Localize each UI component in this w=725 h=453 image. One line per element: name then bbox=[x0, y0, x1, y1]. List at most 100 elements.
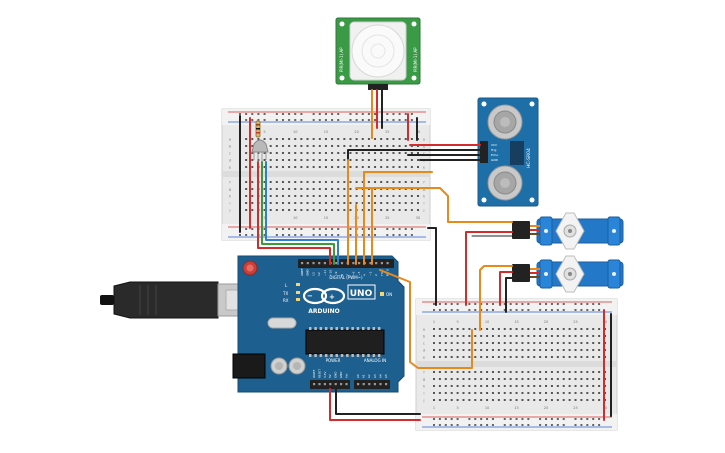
tx-led-label: TX bbox=[282, 291, 288, 296]
breadboard-top-col-label-top: 20 bbox=[354, 130, 358, 134]
breadboard-top-row-label: b bbox=[229, 145, 232, 149]
arduino-logo-text: ARDUINO bbox=[308, 308, 339, 315]
wire-servo2-signal bbox=[479, 265, 513, 331]
breadboard-top-power-rail-upper bbox=[222, 109, 430, 125]
rx-led-label: RX bbox=[283, 298, 289, 303]
wire-led-blue bbox=[265, 161, 339, 265]
breadboard-top-col-label-bottom: 25 bbox=[385, 216, 389, 220]
ultrasonic-model: HC-SR04 bbox=[526, 148, 532, 168]
wire-us-trig bbox=[347, 149, 481, 161]
breadboard-bottom-col-label-top: 15 bbox=[514, 320, 518, 324]
power-pin-label: 3.3V bbox=[323, 372, 327, 378]
breadboard-top-row-label: c bbox=[229, 152, 231, 156]
wire-servo1-vcc bbox=[465, 231, 513, 306]
digital-pin-label: ~11 bbox=[323, 270, 327, 276]
digital-pin-label: ~6 bbox=[351, 271, 355, 276]
breadboard-bottom-power-rail-upper bbox=[416, 299, 617, 315]
breadboard-bottom-row-label: h bbox=[423, 385, 425, 389]
breadboard-top-row-label: b bbox=[423, 145, 426, 149]
analog-header bbox=[354, 380, 390, 389]
ultrasonic-pin-gnd: GND bbox=[491, 158, 499, 162]
pir-dome bbox=[351, 24, 405, 78]
ultrasonic-header bbox=[480, 141, 488, 163]
breadboard-bottom-col-label-bottom: 10 bbox=[485, 406, 489, 410]
breadboard-bottom-row-label: f bbox=[423, 371, 425, 375]
breadboard-bottom-col-label-top: 10 bbox=[485, 320, 489, 324]
analog-pin-label: A5 bbox=[384, 374, 388, 378]
ultrasonic-pin-vcc: VCC bbox=[491, 143, 497, 147]
breadboard-top-row-label: h bbox=[423, 195, 425, 199]
breadboard-top-col-label-bottom: 5 bbox=[263, 216, 265, 220]
breadboard-top-row-label: d bbox=[229, 159, 231, 163]
breadboard-bottom-col-label-bottom: 5 bbox=[456, 406, 458, 410]
ultrasonic-pin-echo: Echo bbox=[491, 153, 498, 157]
breadboard-top-power-rail-lower bbox=[222, 224, 430, 240]
wire-led-red bbox=[257, 161, 331, 265]
digital-pin-label: ~3 bbox=[368, 271, 372, 276]
breadboard-top-col-label-top: 15 bbox=[324, 130, 328, 134]
breadboard-bottom-col-label-bottom: 1 bbox=[433, 406, 435, 410]
ultrasonic-pin-trig: Trig bbox=[490, 148, 496, 152]
digital-pin-label: 4 bbox=[363, 274, 367, 276]
breadboard-bottom-col-label-top: 5 bbox=[456, 320, 458, 324]
digital-header bbox=[298, 259, 394, 268]
breadboard-bottom-col-label-top: 25 bbox=[573, 320, 577, 324]
breadboard-top-row-label: j bbox=[423, 209, 425, 213]
wire-arduino-gnd bbox=[335, 388, 421, 415]
analog-pin-label: A3 bbox=[373, 374, 377, 378]
breadboard-bottom-col-label-top: 1 bbox=[433, 320, 435, 324]
breadboard-top-row-label: h bbox=[229, 195, 231, 199]
servo-2-connector bbox=[512, 264, 530, 282]
power-pin-label: GND bbox=[334, 372, 338, 378]
digital-pin-label: 7 bbox=[346, 274, 350, 276]
pir-header bbox=[368, 84, 388, 90]
analog-pin-label: A4 bbox=[378, 374, 382, 378]
breadboard-bottom-power-rail-lower bbox=[416, 414, 617, 430]
ultrasonic-sensor: HC-SR04 VCC Trig Echo GND bbox=[477, 97, 539, 207]
breadboard-top-row-label: e bbox=[229, 166, 231, 170]
wire-servo2-vcc bbox=[499, 271, 513, 306]
dc-power-jack bbox=[232, 353, 266, 379]
breadboard-top-row-label: a bbox=[229, 138, 231, 142]
wire-servo2-gnd bbox=[505, 277, 513, 313]
breadboard-bottom-center-channel bbox=[416, 361, 617, 367]
breadboard-bottom-row-label: b bbox=[423, 335, 426, 339]
breadboard-bottom-row-label: i bbox=[424, 392, 425, 396]
breadboard-top-row-label: i bbox=[230, 202, 231, 206]
on-led-label: ON bbox=[386, 292, 392, 297]
pir-label-left: PIR(MI-1) AP bbox=[339, 47, 344, 72]
breadboard-top-row-label: c bbox=[423, 152, 425, 156]
crystal-oscillator bbox=[267, 317, 297, 329]
breadboard-top-row-label: f bbox=[423, 181, 425, 185]
arduino-model: UNO bbox=[350, 289, 373, 299]
pir-label-right: PIR(MI-1) AP bbox=[413, 47, 418, 72]
atmega-chip bbox=[305, 329, 385, 355]
breadboard-top-row-label: f bbox=[229, 181, 231, 185]
wire-bb-gnd-link bbox=[427, 227, 437, 306]
digital-pin-label: 13 bbox=[311, 272, 315, 276]
breadboard-bottom-col-label-bottom: 20 bbox=[544, 406, 548, 410]
svg-text:+: + bbox=[329, 293, 335, 301]
uno-badge bbox=[347, 284, 376, 300]
power-pin-label: RESET bbox=[317, 369, 321, 378]
digital-label: DIGITAL (PWM~) bbox=[329, 275, 363, 280]
breadboard-top-col-label-bottom: 15 bbox=[324, 216, 328, 220]
analog-pin-label: A0 bbox=[356, 374, 360, 378]
analog-pin-label: A2 bbox=[367, 374, 371, 378]
ultrasonic-chip bbox=[510, 141, 524, 165]
breadboard-top-row-label: g bbox=[423, 188, 425, 192]
breadboard-bottom-col-label-bottom: 15 bbox=[514, 406, 518, 410]
breadboard-top-row-label: j bbox=[229, 209, 231, 213]
servo-motor-2 bbox=[512, 255, 624, 293]
breadboard-bottom-row-label: e bbox=[423, 356, 425, 360]
breadboard-bottom-row-label: c bbox=[423, 342, 425, 346]
breadboard-top-center-channel bbox=[222, 171, 430, 177]
l-led-label: L bbox=[285, 283, 288, 288]
power-pin-label: 5V bbox=[328, 374, 332, 378]
breadboard-top-row-label: a bbox=[423, 138, 425, 142]
digital-pin-label: 2 bbox=[374, 274, 378, 276]
analog-pin-label: A1 bbox=[362, 374, 366, 378]
usb-cable-strain bbox=[100, 295, 114, 305]
breadboard-bottom-col-label-top: 20 bbox=[544, 320, 548, 324]
